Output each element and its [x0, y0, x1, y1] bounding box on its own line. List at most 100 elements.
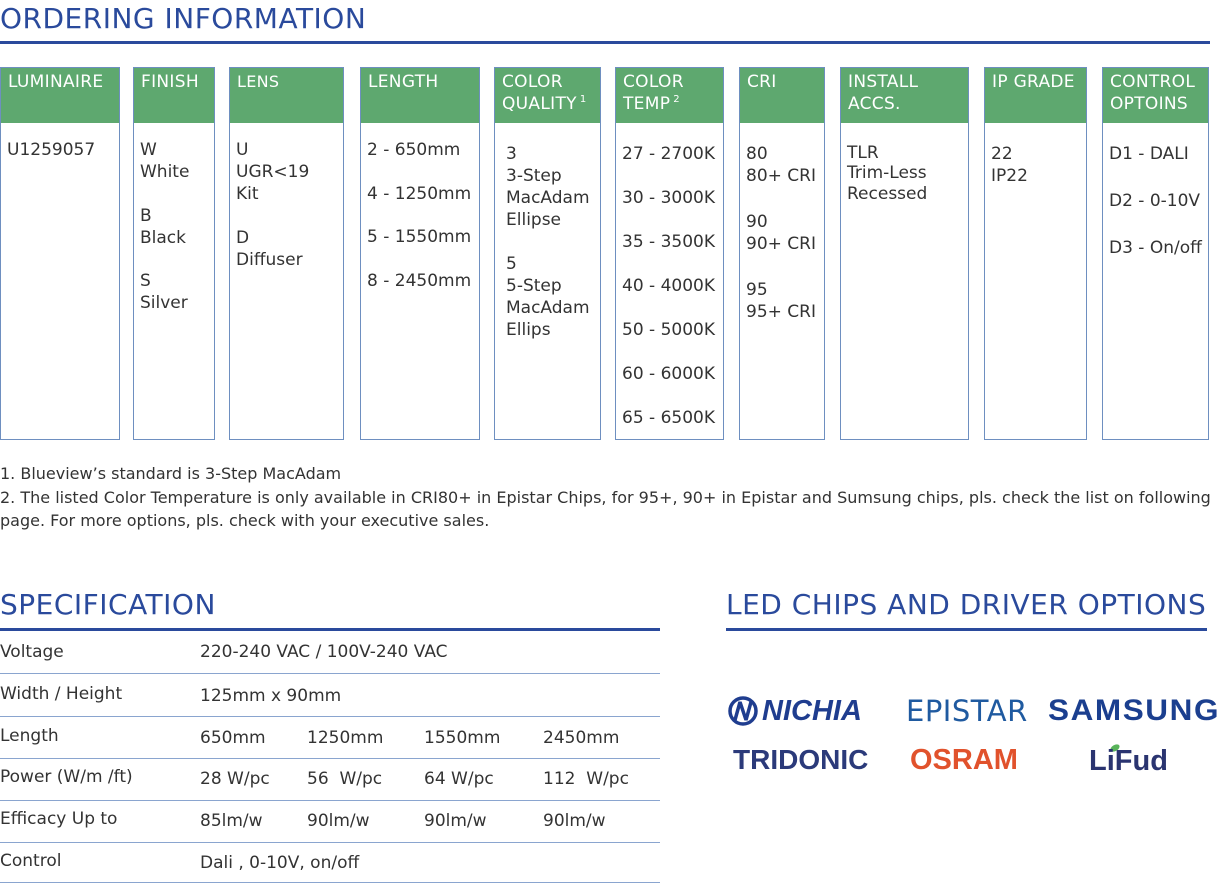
- option-name: 95+ CRI: [746, 302, 816, 322]
- column-header: FINISH: [134, 68, 214, 123]
- option-name: Silver: [140, 293, 188, 313]
- option-name: Black: [140, 227, 186, 248]
- spec-value: 64 W/pc: [424, 769, 494, 789]
- spec-label: Efficacy Up to: [0, 809, 118, 829]
- option-line: Ellipse: [506, 210, 562, 230]
- option-name: IP22: [991, 166, 1028, 186]
- color-temp-option: 50 - 5000K: [622, 320, 715, 340]
- spec-value: 650mm: [200, 728, 266, 748]
- option-line: Ellips: [506, 319, 551, 340]
- option-line: 5-Step: [506, 275, 562, 296]
- spec-label: Length: [0, 726, 59, 746]
- column-control-options: CONTROL OPTOINS D1 - DALI D2 - 0-10V D3 …: [1102, 67, 1209, 440]
- finish-option: B Black: [140, 205, 208, 249]
- color-temp-option: 27 - 2700K: [622, 144, 715, 164]
- option-code: S: [140, 271, 151, 291]
- finish-option: W White: [140, 139, 208, 183]
- spec-value: 90lm/w: [307, 811, 370, 831]
- header-line: QUALITY: [502, 94, 577, 114]
- spec-value: Dali , 0-10V, on/off: [200, 853, 360, 873]
- lens-option: U UGR<19 Kit: [236, 139, 337, 205]
- spec-row-efficacy: Efficacy Up to 85lm/w 90lm/w 90lm/w 90lm…: [0, 800, 660, 843]
- control-option: D3 - On/off: [1109, 238, 1202, 258]
- column-length: LENGTH 2 - 650mm 4 - 1250mm 5 - 1550mm 8…: [360, 67, 480, 440]
- finish-option: S Silver: [140, 270, 208, 314]
- ordering-rule: [0, 41, 1210, 44]
- lens-option: D Diffuser: [236, 227, 337, 271]
- option-code: 5: [506, 253, 517, 274]
- option-name: Diffuser: [236, 249, 303, 270]
- column-header: IP GRADE: [985, 68, 1086, 123]
- spec-row-power: Power (W/m /ft) 28 W/pc 56 W/pc 64 W/pc …: [0, 758, 660, 801]
- option-code: W: [140, 140, 157, 160]
- footnotes: 1. Blueview’s standard is 3-Step MacAdam…: [0, 462, 1215, 533]
- option-line: Recessed: [847, 184, 928, 204]
- specification-title: SPECIFICATION: [0, 588, 216, 621]
- tridonic-logo: TRIDONIC: [733, 744, 869, 775]
- option-line: MacAdam: [506, 188, 590, 208]
- spec-value: 112 W/pc: [543, 769, 629, 789]
- spec-label: Control: [0, 851, 62, 871]
- column-header: LENS: [230, 68, 343, 123]
- option-code: 95: [746, 280, 768, 300]
- spec-row-voltage: Voltage 220-240 VAC / 100V-240 VAC: [0, 631, 660, 674]
- column-install-accs: INSTALL ACCS. TLR Trim-Less Recessed: [840, 67, 969, 440]
- nichia-emblem-icon: [728, 696, 758, 726]
- luminaire-code: U1259057: [7, 140, 96, 160]
- spec-label: Voltage: [0, 642, 64, 662]
- spec-value: 56 W/pc: [307, 769, 383, 789]
- spec-value: 220-240 VAC / 100V-240 VAC: [200, 642, 448, 662]
- option-code: 22: [991, 144, 1013, 164]
- column-header: LENGTH: [361, 68, 479, 123]
- option-name: White: [140, 162, 190, 182]
- cri-option: 90 90+ CRI: [746, 211, 818, 255]
- spec-value: 1250mm: [307, 728, 384, 748]
- header-line: COLOR: [623, 72, 684, 92]
- header-line: CONTROL: [1110, 72, 1196, 92]
- option-code: U: [236, 140, 249, 160]
- spec-value: 28 W/pc: [200, 769, 270, 789]
- header-line: ACCS.: [848, 94, 901, 114]
- footnote-1: 1. Blueview’s standard is 3-Step MacAdam: [0, 464, 342, 483]
- color-quality-option: 5 5-Step MacAdam Ellips: [506, 253, 594, 341]
- length-option: 5 - 1550mm: [367, 227, 472, 247]
- length-option: 2 - 650mm: [367, 140, 461, 160]
- cri-option: 80 80+ CRI: [746, 143, 818, 187]
- column-cri: CRI 80 80+ CRI 90 90+ CRI 95 95+ CRI: [739, 67, 825, 440]
- specification-rule: [0, 628, 660, 631]
- option-line: MacAdam: [506, 297, 590, 318]
- spec-value: 125mm x 90mm: [200, 686, 342, 706]
- option-name: 80+ CRI: [746, 166, 816, 186]
- spec-value: 90lm/w: [424, 811, 487, 831]
- option-code: 3: [506, 144, 517, 164]
- led-options-title: LED CHIPS AND DRIVER OPTIONS: [726, 588, 1207, 621]
- length-option: 4 - 1250mm: [367, 183, 472, 204]
- footnote-2: 2. The listed Color Temperature is only …: [0, 487, 1211, 531]
- spec-label: Power (W/m /ft): [0, 767, 133, 787]
- color-temp-option: 35 - 3500K: [622, 232, 715, 252]
- column-header: INSTALL ACCS.: [841, 68, 968, 123]
- footnote-marker: 1: [579, 94, 587, 106]
- header-line: COLOR: [502, 72, 563, 92]
- column-lens: LENS U UGR<19 Kit D Diffuser: [229, 67, 344, 440]
- control-option: D1 - DALI: [1109, 144, 1189, 164]
- spec-value: 90lm/w: [543, 811, 606, 831]
- lifud-leaf-icon: [1110, 744, 1120, 752]
- spec-value: 2450mm: [543, 728, 620, 748]
- color-temp-option: 40 - 4000K: [622, 276, 715, 296]
- option-code: TLR: [847, 143, 879, 163]
- spec-value: 1550mm: [424, 728, 501, 748]
- spec-row-length: Length 650mm 1250mm 1550mm 2450mm: [0, 716, 660, 759]
- color-temp-option: 65 - 6500K: [622, 408, 715, 428]
- color-temp-option: 30 - 3000K: [622, 188, 715, 208]
- lifud-logo: LiFud: [1089, 740, 1181, 778]
- column-header: LUMINAIRE: [1, 68, 119, 123]
- ordering-title: ORDERING INFORMATION: [0, 2, 367, 35]
- option-name: UGR<19 Kit: [236, 162, 310, 204]
- nichia-wordmark: NICHIA: [762, 695, 862, 727]
- color-quality-option: 3 3-Step MacAdam Ellipse: [506, 143, 594, 231]
- option-code: 80: [746, 144, 768, 164]
